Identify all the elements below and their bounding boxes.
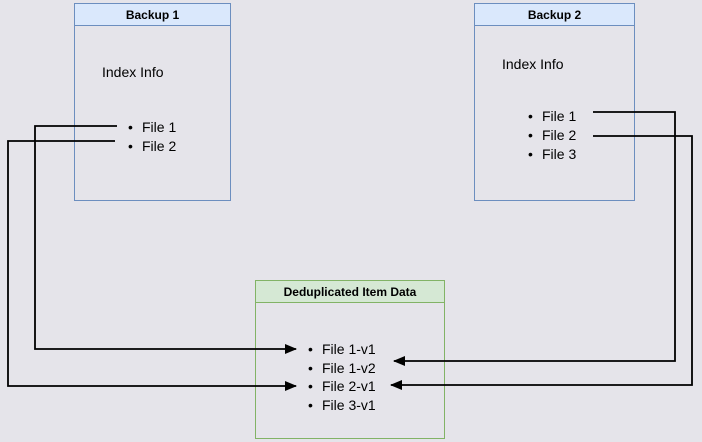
list-item: File 3-v1 xyxy=(308,396,376,415)
deduplicated-item-data-box: Deduplicated Item Data File 1-v1File 1-v… xyxy=(255,280,445,439)
list-item: File 2-v1 xyxy=(308,377,376,396)
backup1-box: Backup 1 Index Info File 1File 2 xyxy=(74,3,231,201)
backup1-file-list: File 1File 2 xyxy=(128,118,176,156)
dedup-title: Deduplicated Item Data xyxy=(283,285,417,299)
backup2-index-info: Index Info xyxy=(502,56,564,72)
backup2-header: Backup 2 xyxy=(475,4,634,26)
dedup-file-list: File 1-v1File 1-v2File 2-v1File 3-v1 xyxy=(308,340,376,414)
list-item: File 2 xyxy=(128,137,176,156)
list-item: File 3 xyxy=(528,145,576,164)
list-item: File 1-v1 xyxy=(308,340,376,359)
backup2-file-list: File 1File 2File 3 xyxy=(528,107,576,164)
backup1-header: Backup 1 xyxy=(75,4,230,26)
backup1-title: Backup 1 xyxy=(125,8,180,22)
list-item: File 1-v2 xyxy=(308,359,376,378)
list-item: File 2 xyxy=(528,126,576,145)
list-item: File 1 xyxy=(528,107,576,126)
dedup-header: Deduplicated Item Data xyxy=(256,281,444,303)
list-item: File 1 xyxy=(128,118,176,137)
backup1-index-info: Index Info xyxy=(102,64,164,80)
backup2-title: Backup 2 xyxy=(527,8,582,22)
backup2-box: Backup 2 Index Info File 1File 2File 3 xyxy=(474,3,635,201)
